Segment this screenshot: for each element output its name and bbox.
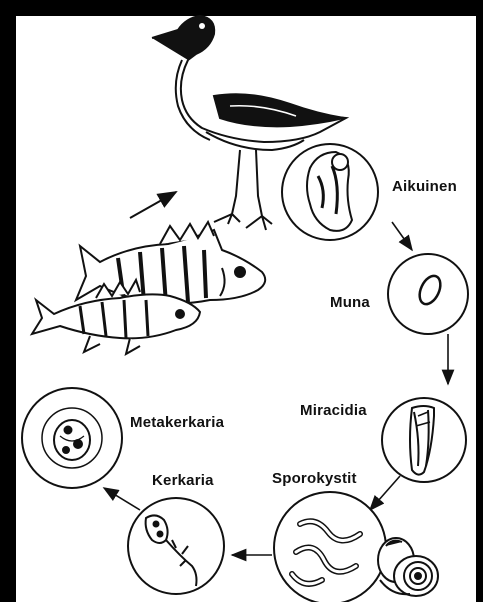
metacercaria-stage-circle [22,388,122,488]
label-cercaria: Kerkaria [152,472,214,489]
arrow-miracidium-to-sporocyst [370,476,400,510]
label-sporocyst: Sporokystit [272,470,357,487]
sporocyst-stage-circle [274,492,386,602]
label-miracidium: Miracidia [300,402,367,419]
adult-stage-circle [282,144,378,240]
perch-fish-icon [32,222,265,354]
snail-icon [378,538,438,596]
label-adult: Aikuinen [392,178,457,195]
miracidium-stage-circle [382,398,466,482]
egg-stage-circle [388,254,468,334]
cercaria-stage-circle [128,498,224,594]
arrow-adult-to-egg [392,222,412,250]
arrow-fish-to-gull [130,192,176,218]
metacercaria-icon [54,420,90,460]
label-metacercaria: Metakerkaria [130,414,224,431]
label-egg: Muna [330,294,370,311]
arrow-cercaria-to-metacercaria [104,488,140,510]
